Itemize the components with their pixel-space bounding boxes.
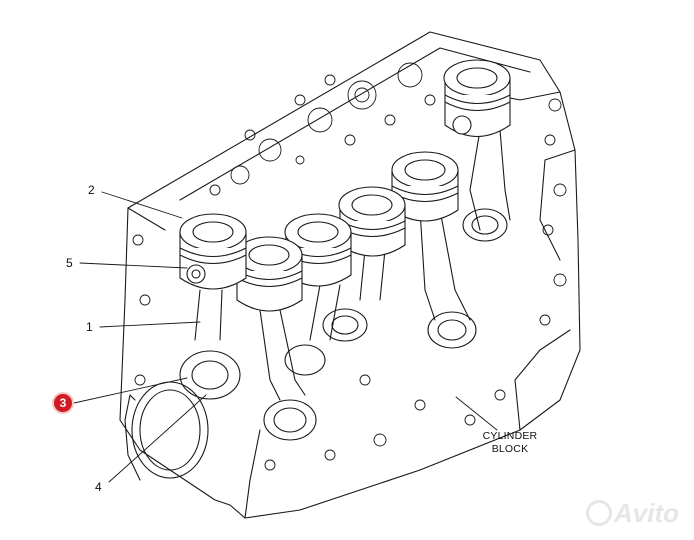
leader-lines xyxy=(73,191,498,483)
pistons xyxy=(179,59,511,312)
leader-line-5 xyxy=(79,262,188,269)
piston-2 xyxy=(235,236,303,312)
piston-6 xyxy=(443,59,511,137)
cylinder-block-caption: CYLINDER BLOCK xyxy=(470,430,550,456)
callout-5: 5 xyxy=(66,256,73,270)
cylinder-block-outline xyxy=(119,31,581,519)
leader-line-2 xyxy=(101,191,183,219)
leader-line-3 xyxy=(73,377,188,404)
leader-line-4 xyxy=(108,394,207,483)
deck-holes xyxy=(132,62,567,471)
caption-line-2: BLOCK xyxy=(491,443,529,455)
callout-4: 4 xyxy=(95,480,102,494)
piston-1 xyxy=(179,213,247,290)
callout-2: 2 xyxy=(88,183,95,197)
watermark-text: Avito xyxy=(614,498,679,528)
callout-1: 1 xyxy=(86,320,93,334)
leader-line-1 xyxy=(99,321,201,328)
callout-3-highlight-badge: 3 xyxy=(52,392,74,414)
piston-5 xyxy=(391,151,459,222)
connecting-rods xyxy=(179,129,511,441)
watermark-logo-icon xyxy=(586,500,612,526)
caption-line-1: CYLINDER xyxy=(482,430,538,442)
leader-line-cylinder-block xyxy=(455,396,498,431)
